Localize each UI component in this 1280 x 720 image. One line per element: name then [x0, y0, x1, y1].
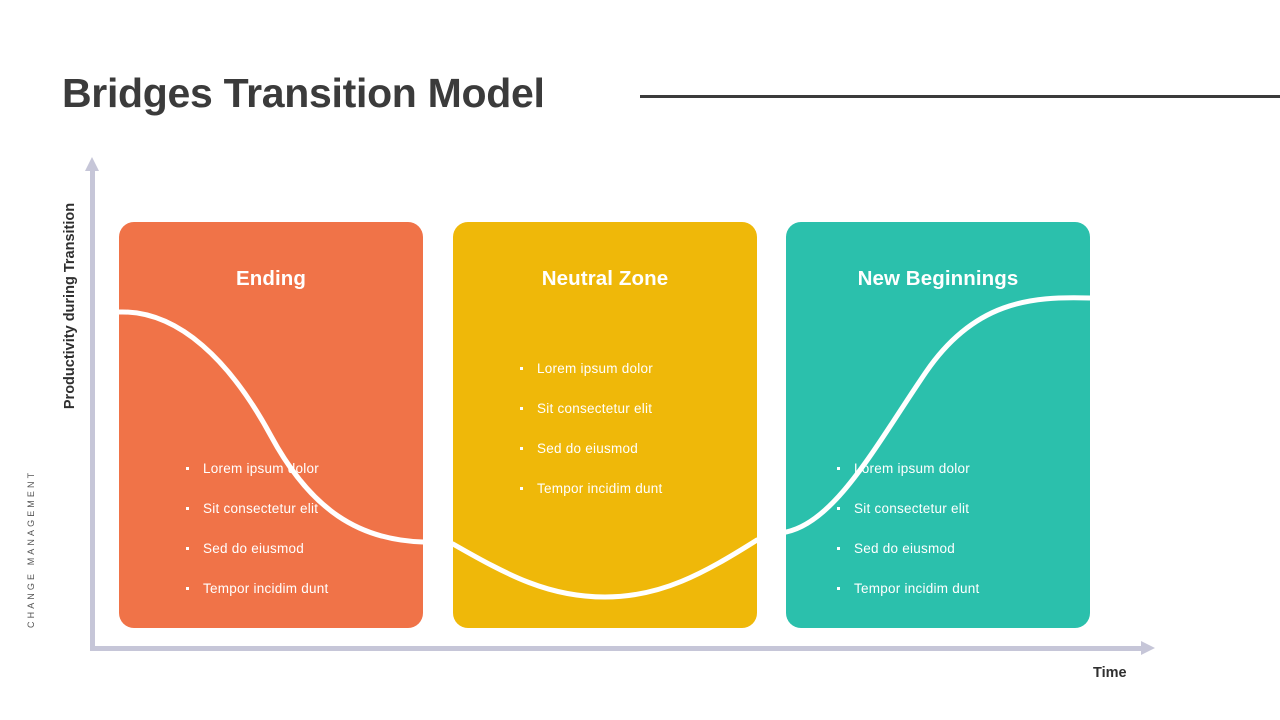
list-item-label: Sed do eiusmod [203, 541, 305, 556]
list-item: Sit consectetur elit [453, 401, 757, 441]
title-divider-rule [640, 95, 1280, 98]
new-beginnings-card-title: New Beginnings [857, 267, 1019, 290]
list-item-label: Sed do eiusmod [537, 441, 639, 456]
list-item-label: Sit consectetur elit [854, 501, 970, 516]
bullet-dot-icon [837, 547, 840, 550]
list-item-label: Lorem ipsum dolor [203, 461, 320, 476]
list-item: Tempor incidim dunt [119, 581, 423, 621]
ending-curve-svg [119, 222, 423, 628]
bullet-dot-icon [837, 467, 840, 470]
ending-productivity-curve [119, 309, 423, 545]
phase-card-ending[interactable]: Ending Lorem ipsum dolor Sit consectetur… [119, 222, 423, 628]
list-item: Tempor incidim dunt [453, 481, 757, 521]
list-item-label: Sed do eiusmod [854, 541, 956, 556]
list-item: Sed do eiusmod [453, 441, 757, 481]
new-beginnings-productivity-curve [786, 295, 1090, 535]
list-item: Sed do eiusmod [786, 541, 1090, 581]
new-beginnings-bullet-list: Lorem ipsum dolor Sit consectetur elit S… [786, 461, 1090, 621]
bullet-dot-icon [520, 367, 523, 370]
neutral-zone-card-title: Neutral Zone [541, 267, 669, 290]
bullet-dot-icon [520, 487, 523, 490]
title-row: Bridges Transition Model [0, 62, 1280, 126]
neutral-zone-productivity-curve [453, 537, 757, 600]
phase-card-neutral-zone[interactable]: Neutral Zone Lorem ipsum dolor Sit conse… [453, 222, 757, 628]
list-item-label: Tempor incidim dunt [537, 481, 663, 496]
bullet-dot-icon [837, 507, 840, 510]
new-beginnings-card-background [786, 222, 1090, 628]
phase-card-new-beginnings[interactable]: New Beginnings Lorem ipsum dolor Sit con… [786, 222, 1090, 628]
list-item: Sit consectetur elit [786, 501, 1090, 541]
new-beginnings-curve-svg [786, 222, 1090, 628]
neutral-zone-curve-svg [453, 222, 757, 628]
list-item: Lorem ipsum dolor [786, 461, 1090, 501]
bullet-dot-icon [186, 467, 189, 470]
x-axis-arrow-icon [1141, 641, 1155, 655]
list-item: Sit consectetur elit [119, 501, 423, 541]
list-item-label: Sit consectetur elit [537, 401, 653, 416]
list-item-label: Tempor incidim dunt [203, 581, 329, 596]
neutral-zone-bullet-list: Lorem ipsum dolor Sit consectetur elit S… [453, 361, 757, 521]
bullet-dot-icon [186, 507, 189, 510]
ending-card-title: Ending [235, 267, 307, 290]
bullet-dot-icon [186, 547, 189, 550]
list-item: Lorem ipsum dolor [119, 461, 423, 501]
bullet-dot-icon [520, 407, 523, 410]
list-item-label: Sit consectetur elit [203, 501, 319, 516]
y-axis-arrow-icon [85, 157, 99, 171]
neutral-zone-card-background [453, 222, 757, 628]
list-item-label: Tempor incidim dunt [854, 581, 980, 596]
page-title: Bridges Transition Model [62, 70, 545, 116]
ending-bullet-list: Lorem ipsum dolor Sit consectetur elit S… [119, 461, 423, 621]
x-axis-label: Time [1093, 665, 1127, 681]
ending-card-background [119, 222, 423, 628]
bullet-dot-icon [520, 447, 523, 450]
x-axis-line [90, 646, 1143, 651]
list-item: Tempor incidim dunt [786, 581, 1090, 621]
list-item-label: Lorem ipsum dolor [854, 461, 971, 476]
bullet-dot-icon [837, 587, 840, 590]
list-item-label: Lorem ipsum dolor [537, 361, 654, 376]
list-item: Lorem ipsum dolor [453, 361, 757, 401]
bullet-dot-icon [186, 587, 189, 590]
y-axis-line [90, 168, 95, 651]
list-item: Sed do eiusmod [119, 541, 423, 581]
